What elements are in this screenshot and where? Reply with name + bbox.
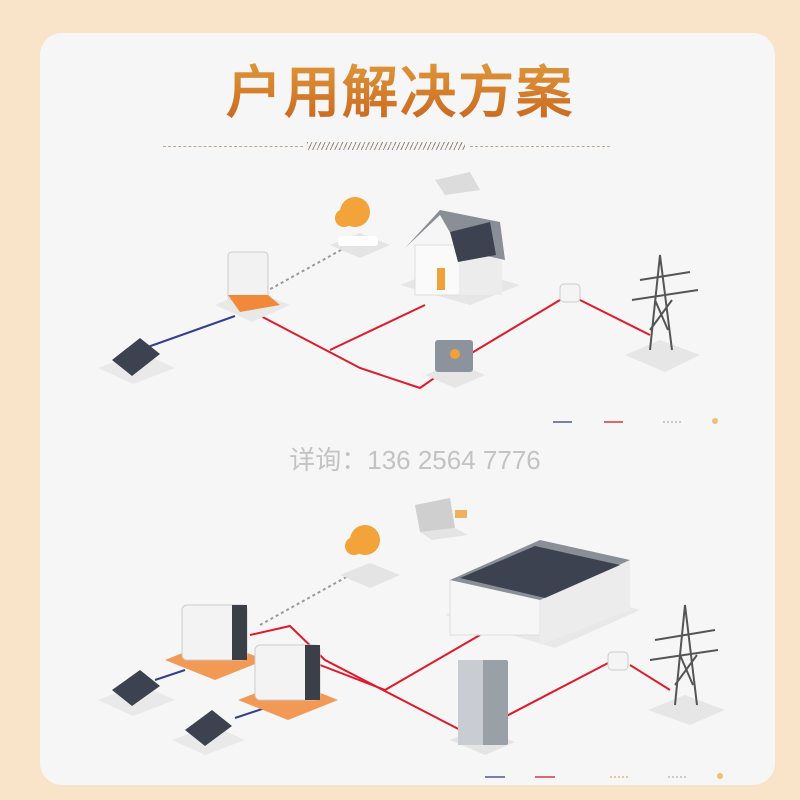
inverter-icon (215, 251, 290, 322)
legend (485, 773, 723, 779)
meter-icon (559, 283, 581, 303)
laptop-icon (435, 172, 480, 195)
cabinet-icon (450, 660, 515, 755)
router-icon (330, 233, 390, 258)
cloud-icon (345, 525, 380, 555)
dc-line (144, 315, 236, 349)
comm-line (264, 244, 351, 293)
ac-line (629, 664, 671, 691)
cloud-icon (335, 197, 370, 227)
power-tower-icon (648, 604, 725, 725)
meter-icon (607, 651, 629, 671)
legend (553, 418, 718, 424)
solar-panel-icon (172, 710, 245, 755)
comm-line (259, 574, 351, 626)
dc-line (154, 669, 266, 719)
divider-right (470, 146, 610, 149)
solar-panel-icon (98, 338, 175, 384)
contact-phone: 详询：136 2564 7776 (289, 445, 541, 475)
solar-panel-icon (98, 670, 175, 716)
divider-hatch (307, 142, 465, 150)
page-title: 户用解决方案 (0, 48, 800, 129)
power-tower-icon (625, 254, 700, 372)
laptop-icon (415, 498, 468, 540)
divider-left (163, 146, 303, 149)
house-icon (400, 210, 520, 305)
factory-icon (445, 540, 640, 648)
residential-diagram (98, 172, 718, 424)
battery-icon (425, 340, 485, 388)
ac-line (579, 299, 651, 336)
ac-line (249, 624, 611, 737)
inverter-icon (165, 604, 265, 680)
ac-line (329, 304, 426, 351)
inverter-icon (238, 644, 338, 720)
commercial-diagram (98, 498, 725, 779)
router-icon (340, 563, 400, 588)
ac-line (254, 299, 561, 390)
ac-line (319, 634, 481, 692)
